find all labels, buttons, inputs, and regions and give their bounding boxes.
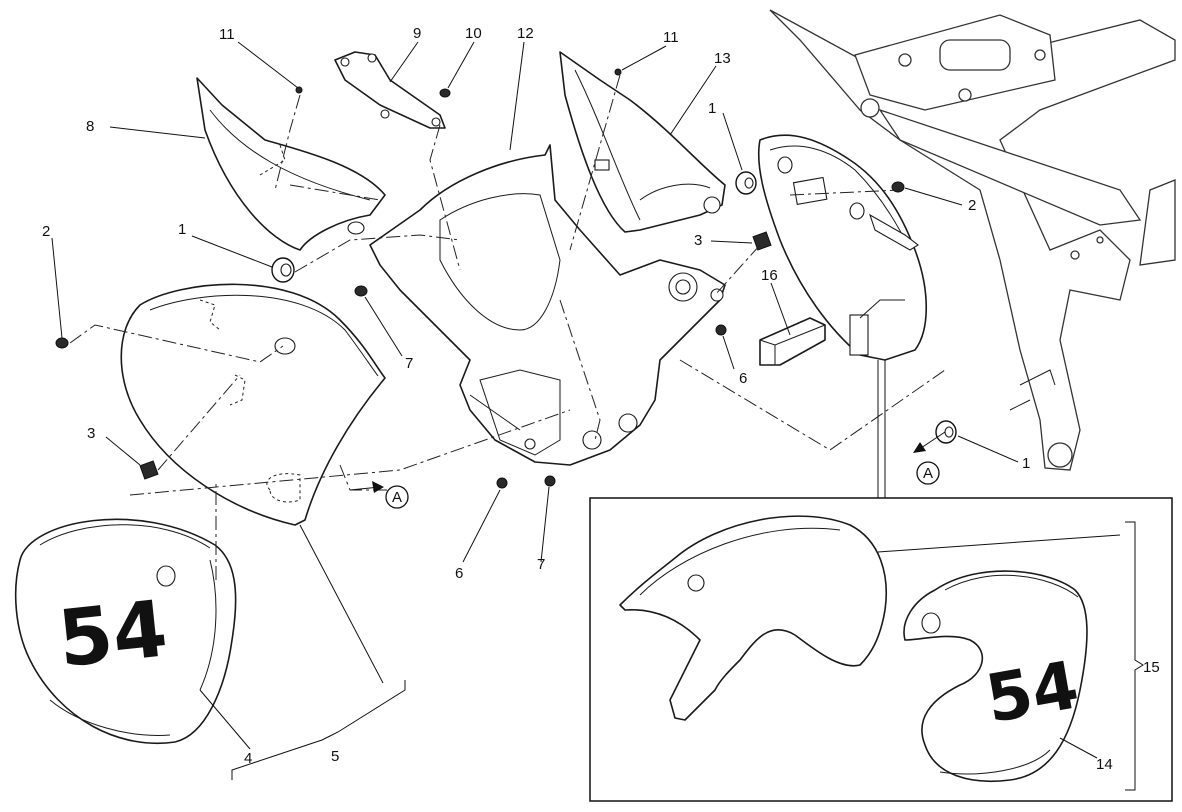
left-side-panel xyxy=(120,283,386,526)
callout-15: 15 xyxy=(1143,659,1160,676)
callout-3-left: 3 xyxy=(87,425,95,442)
callout-6-lower: 6 xyxy=(455,565,463,582)
right-side-panel xyxy=(757,134,927,361)
bracket-part xyxy=(334,51,446,129)
callout-11-left: 11 xyxy=(219,26,235,43)
reference-mark-a-left: A xyxy=(349,481,409,509)
clip-block-part xyxy=(759,317,826,366)
callout-6-right: 6 xyxy=(739,370,747,387)
group-bracket-5 xyxy=(231,680,406,780)
callout-1-left: 1 xyxy=(178,221,186,238)
callout-16: 16 xyxy=(761,267,778,284)
callout-2-right: 2 xyxy=(968,197,976,214)
callout-2-left: 2 xyxy=(42,223,50,240)
callout-9: 9 xyxy=(413,25,421,42)
inset-detail-box: 54 xyxy=(589,360,1173,802)
decal-number-text: 54 xyxy=(54,584,171,685)
callout-3-right: 3 xyxy=(694,232,702,249)
reference-mark-a-right: A xyxy=(913,431,946,485)
callout-numbers: 11 9 10 12 11 13 8 1 2 1 2 3 16 7 6 3 1 … xyxy=(42,25,1160,773)
callout-12: 12 xyxy=(517,25,534,42)
callout-5: 5 xyxy=(331,748,339,765)
callout-7-lower: 7 xyxy=(537,556,545,573)
number-plate-decal: 54 xyxy=(14,518,237,744)
callout-13: 13 xyxy=(714,50,731,67)
group-bracket-15 xyxy=(877,521,1144,791)
grommet-hardware xyxy=(271,171,957,444)
callout-11-right: 11 xyxy=(663,29,679,46)
callout-7-upper: 7 xyxy=(405,355,413,372)
callout-4: 4 xyxy=(244,750,252,767)
right-upper-cover-part xyxy=(559,51,726,233)
callout-14: 14 xyxy=(1096,756,1113,773)
reference-mark-label: A xyxy=(392,489,402,506)
screw-hardware xyxy=(55,68,905,489)
callout-1-right: 1 xyxy=(1022,455,1030,472)
motorcycle-frame xyxy=(769,9,1176,471)
tail-cover-part xyxy=(369,144,726,466)
clip-nut-hardware xyxy=(139,231,772,480)
upper-cover-part xyxy=(196,77,386,251)
callout-10: 10 xyxy=(465,25,482,42)
callout-8: 8 xyxy=(86,118,94,135)
callout-leader-lines xyxy=(51,41,1098,759)
reference-mark-label: A xyxy=(923,465,933,482)
inset-decal-number-text: 54 xyxy=(980,646,1084,738)
callout-1-top-right: 1 xyxy=(708,100,716,117)
